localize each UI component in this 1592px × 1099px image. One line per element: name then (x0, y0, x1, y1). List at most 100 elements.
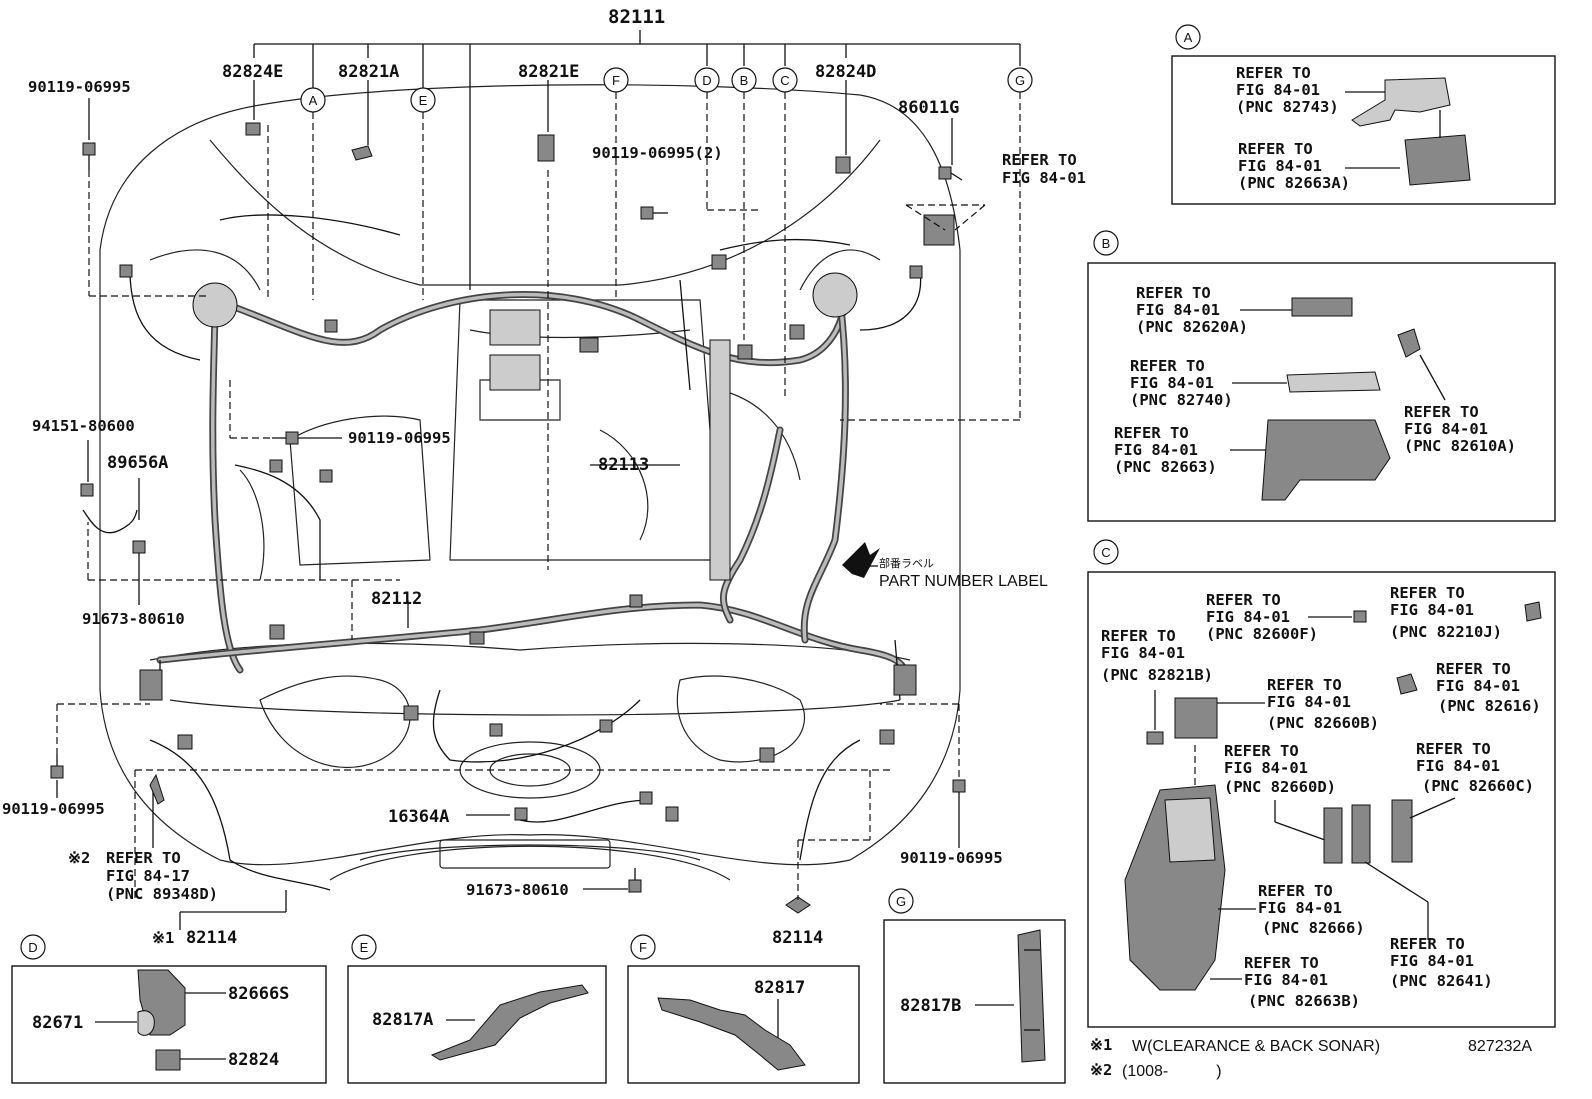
svg-text:(PNC 82210J): (PNC 82210J) (1390, 623, 1502, 641)
svg-text:(PNC 82641): (PNC 82641) (1390, 972, 1493, 990)
wire-harness (129, 214, 922, 891)
bolt-icon (952, 779, 966, 805)
inset-g: G 82817B (883, 888, 1066, 1084)
svg-text:(PNC 82616): (PNC 82616) (1438, 697, 1541, 715)
svg-text:E: E (419, 93, 428, 108)
callout-e: E (410, 87, 436, 113)
svg-text:C: C (780, 73, 789, 88)
vehicle-outline (99, 84, 961, 881)
notes: ※1 W(CLEARANCE & BACK SONAR) 827232A ※2 … (1090, 1036, 1532, 1080)
inset-e: E 82817A (347, 934, 607, 1084)
pn-89656a: 89656A (107, 453, 168, 473)
bolt-icon (50, 754, 64, 779)
svg-text:REFER TO: REFER TO (1390, 584, 1465, 602)
main-labels: 82111 82824E 82821A 82821E 82824D 86011G… (2, 6, 1086, 948)
inset-a: A REFER TO FIG 84-01 (PNC 82743) REFER T… (1171, 24, 1556, 205)
svg-text:REFER TO: REFER TO (1416, 740, 1491, 758)
svg-text:REFER TO: REFER TO (1436, 660, 1511, 678)
svg-text:FIG 84-01: FIG 84-01 (1101, 644, 1185, 662)
refer-left-l1: REFER TO (106, 849, 181, 867)
note1-text: W(CLEARANCE & BACK SONAR) (1132, 1038, 1380, 1055)
svg-text:FIG 84-01: FIG 84-01 (1206, 608, 1290, 626)
svg-text:B: B (740, 73, 749, 88)
svg-text:(PNC 82620A): (PNC 82620A) (1136, 318, 1248, 336)
svg-text:FIG 84-01: FIG 84-01 (1114, 441, 1198, 459)
svg-text:(PNC 82663A): (PNC 82663A) (1238, 174, 1350, 192)
svg-text:F: F (612, 73, 620, 88)
bolt-icon (938, 166, 963, 181)
svg-text:FIG 84-01: FIG 84-01 (1236, 81, 1320, 99)
svg-text:REFER TO: REFER TO (1130, 357, 1205, 375)
svg-text:REFER TO: REFER TO (1101, 627, 1176, 645)
svg-text:E: E (360, 940, 369, 955)
connectors (119, 122, 955, 822)
bolt-icon (132, 540, 146, 565)
pn-90119-2: 90119-06995(2) (592, 144, 723, 162)
svg-text:REFER TO: REFER TO (1236, 64, 1311, 82)
svg-text:REFER TO: REFER TO (1404, 403, 1479, 421)
pn-91673-l: 91673-80610 (82, 610, 185, 628)
note2-mark: ※2 (1090, 1061, 1112, 1079)
pn-82114-l: 82114 (186, 928, 237, 948)
pn-82824e: 82824E (222, 62, 283, 82)
svg-text:(PNC 82743): (PNC 82743) (1236, 98, 1339, 116)
svg-text:G: G (896, 894, 906, 909)
inset-b: B REFER TO FIG 84-01 (PNC 82620A) REFER … (1087, 230, 1556, 522)
pn-82114-r: 82114 (772, 928, 823, 948)
pn-90119-mid: 90119-06995 (348, 429, 451, 447)
svg-text:FIG 84-01: FIG 84-01 (1136, 301, 1220, 319)
note1-mark: ※1 (1090, 1036, 1112, 1054)
grommet-icon (785, 896, 811, 914)
pn-94151: 94151-80600 (32, 417, 135, 435)
note2-mark-main: ※2 (68, 849, 90, 867)
svg-text:REFER TO: REFER TO (1224, 742, 1299, 760)
svg-text:REFER TO: REFER TO (1136, 284, 1211, 302)
pn-82112: 82112 (371, 589, 422, 609)
callout-g: G (1007, 67, 1033, 93)
pn-16364a: 16364A (388, 807, 449, 827)
pn-90119-br: 90119-06995 (900, 849, 1003, 867)
svg-text:(PNC 82663B): (PNC 82663B) (1248, 992, 1360, 1010)
svg-text:82817B: 82817B (900, 996, 961, 1016)
inset-f: F 82817 (627, 934, 860, 1084)
svg-text:FIG 84-01: FIG 84-01 (1130, 374, 1214, 392)
bolt-icon (82, 142, 96, 170)
pn-91673-b: 91673-80610 (466, 881, 569, 899)
svg-text:FIG 84-01: FIG 84-01 (1390, 952, 1474, 970)
svg-text:FIG 84-01: FIG 84-01 (1258, 899, 1342, 917)
inset-c: C REFER TO FIG 84-01 (PNC 82600F) REFER … (1087, 539, 1556, 1028)
svg-text:(PNC 82660B): (PNC 82660B) (1267, 714, 1379, 732)
svg-text:C: C (1101, 545, 1110, 560)
refer-top-l2: FIG 84-01 (1002, 169, 1086, 187)
refer-top-l1: REFER TO (1002, 151, 1077, 169)
svg-text:A: A (1184, 30, 1193, 45)
pn-82821e: 82821E (518, 62, 579, 82)
svg-text:D: D (28, 940, 37, 955)
svg-text:FIG 84-01: FIG 84-01 (1238, 157, 1322, 175)
part-number-label: PART NUMBER LABEL (879, 573, 1048, 590)
svg-text:(PNC 82663): (PNC 82663) (1114, 458, 1217, 476)
svg-text:82824: 82824 (228, 1050, 279, 1070)
svg-text:FIG 84-01: FIG 84-01 (1436, 677, 1520, 695)
svg-text:FIG 84-01: FIG 84-01 (1390, 601, 1474, 619)
bolt-icon (628, 868, 642, 893)
svg-text:REFER TO: REFER TO (1244, 954, 1319, 972)
svg-text:D: D (702, 73, 711, 88)
callout-a: A (300, 87, 326, 113)
svg-text:82671: 82671 (32, 1013, 83, 1033)
pn-86011g: 86011G (898, 98, 959, 118)
callout-c: C (772, 67, 798, 93)
svg-text:82666S: 82666S (228, 984, 289, 1004)
callout-f: F (603, 67, 629, 93)
svg-text:FIG 84-01: FIG 84-01 (1267, 693, 1351, 711)
note2-text: (1008- ) (1122, 1063, 1222, 1080)
svg-text:A: A (309, 93, 318, 108)
svg-text:(PNC 82821B): (PNC 82821B) (1101, 666, 1213, 684)
refer-left-l3: (PNC 89348D) (106, 885, 218, 903)
svg-text:G: G (1015, 73, 1025, 88)
svg-text:(PNC 82740): (PNC 82740) (1130, 391, 1233, 409)
pn-82824d: 82824D (815, 62, 876, 82)
figure-code: 827232A (1468, 1038, 1532, 1055)
pn-90119-bl: 90119-06995 (2, 800, 105, 818)
